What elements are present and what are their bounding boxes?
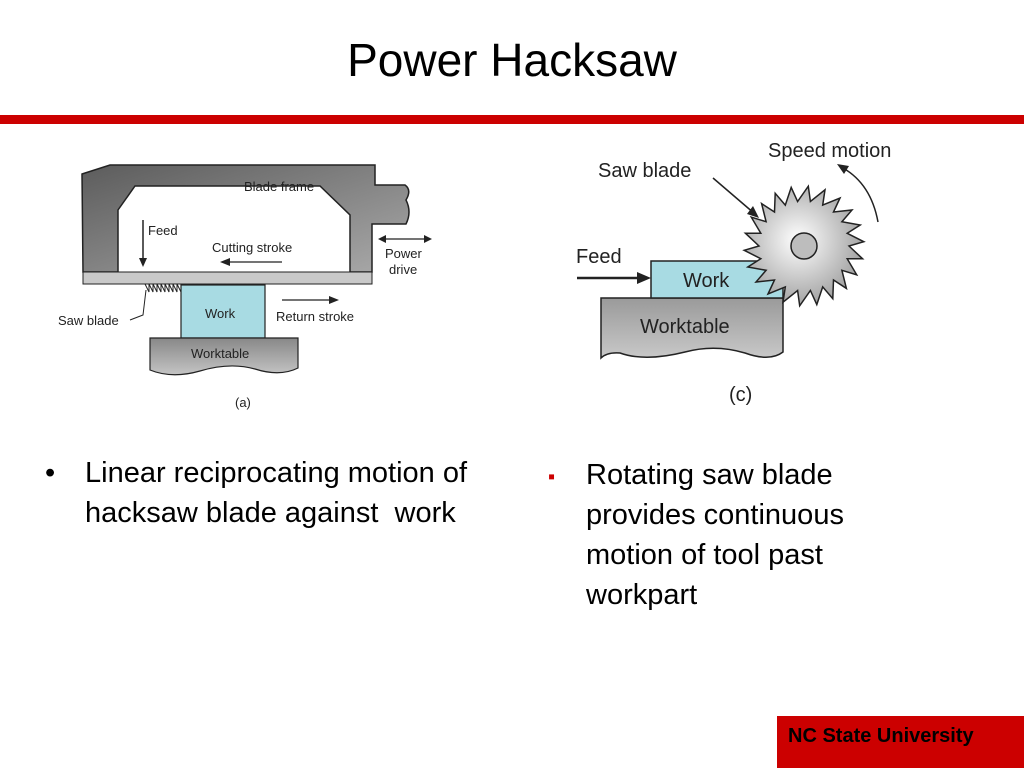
saw-blade-label-a: Saw blade (58, 313, 119, 328)
caption-c: (c) (729, 384, 752, 406)
work-label-c: Work (683, 270, 730, 292)
worktable-c (600, 297, 784, 360)
slide-title: Power Hacksaw (347, 34, 677, 86)
caption-a: (a) (235, 395, 251, 410)
title-divider (0, 115, 1024, 124)
blade-bar (82, 271, 373, 285)
power-hacksaw-figure: Blade frame Feed Cutting stroke Power dr… (50, 150, 450, 415)
blade-frame-label: Blade frame (244, 179, 314, 194)
worktable-label-a: Worktable (191, 346, 249, 361)
feed-label-a: Feed (148, 223, 178, 238)
speed-motion-label: Speed motion (768, 140, 891, 162)
bullet-square-icon: ▪ (548, 466, 556, 488)
university-brand-box: NC State University (777, 716, 1024, 768)
return-stroke-label: Return stroke (276, 309, 354, 324)
university-name: NC State University (788, 725, 974, 747)
work-label-a: Work (205, 306, 236, 321)
worktable (149, 337, 299, 376)
bullet-circular-saw: ▪ Rotating saw blade provides continuous… (548, 455, 928, 615)
bullet-hacksaw: • Linear reciprocating motion of hacksaw… (45, 453, 485, 533)
bullet-hacksaw-text: Linear reciprocating motion of hacksaw b… (85, 457, 476, 529)
bullet-dot-icon: • (45, 457, 56, 489)
circular-saw-figure: Speed motion Saw blade Feed Work Worktab… (565, 130, 920, 410)
feed-label-c: Feed (576, 246, 622, 268)
worktable-label-c: Worktable (640, 316, 730, 338)
blade-hub (790, 232, 818, 260)
blade-frame (81, 164, 410, 273)
saw-blade-label-c: Saw blade (598, 160, 691, 182)
cutting-stroke-label: Cutting stroke (212, 240, 292, 255)
bullet-circular-saw-text: Rotating saw blade provides continuous m… (586, 459, 853, 611)
drive-label: drive (389, 262, 417, 277)
power-label: Power (385, 246, 423, 261)
